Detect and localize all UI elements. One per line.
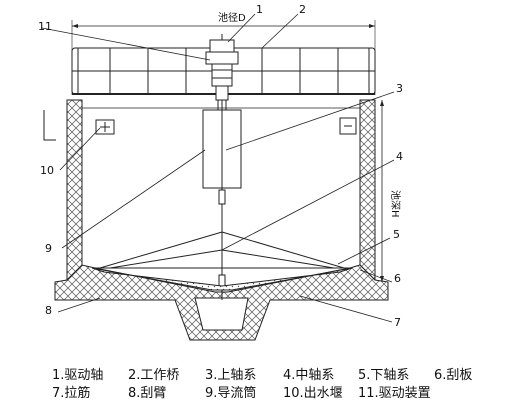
diameter-label: 池径D bbox=[218, 11, 246, 24]
label-3: 3 bbox=[396, 82, 403, 95]
legend-item: 6.刮板 bbox=[434, 368, 473, 383]
legend-item: 10.出水堰 bbox=[283, 386, 343, 401]
label-11: 11 bbox=[38, 20, 52, 33]
depth-label: 池深H bbox=[389, 190, 402, 218]
legend-item: 11.驱动装置 bbox=[358, 386, 431, 401]
legend: 1.驱动轴 2.工作桥 3.上轴系 4.中轴系 5.下轴系 6.刮板 7.拉筋 … bbox=[0, 362, 505, 405]
legend-item: 4.中轴系 bbox=[283, 368, 335, 383]
label-8: 8 bbox=[45, 304, 52, 317]
label-4: 4 bbox=[396, 150, 403, 163]
legend-item: 9.导流筒 bbox=[205, 386, 257, 401]
legend-item: 5.下轴系 bbox=[358, 368, 410, 383]
legend-item: 1.驱动轴 bbox=[52, 368, 104, 383]
label-2: 2 bbox=[299, 3, 306, 16]
depth-dimension: 池深H bbox=[380, 100, 402, 282]
overflow-weir bbox=[43, 110, 357, 141]
legend-item: 8.刮臂 bbox=[128, 386, 167, 401]
label-6: 6 bbox=[394, 272, 401, 285]
diameter-dimension: 池径D bbox=[71, 11, 376, 95]
legend-item: 7.拉筋 bbox=[52, 386, 91, 401]
drive-device bbox=[205, 34, 239, 101]
legend-item: 3.上轴系 bbox=[205, 368, 257, 383]
label-9: 9 bbox=[45, 242, 52, 255]
label-7: 7 bbox=[394, 316, 401, 329]
tank-walls bbox=[54, 99, 389, 341]
legend-item: 2.工作桥 bbox=[128, 368, 180, 383]
leader-lines bbox=[41, 13, 395, 323]
label-5: 5 bbox=[393, 228, 400, 241]
scraper-arms bbox=[91, 231, 353, 291]
label-10: 10 bbox=[40, 164, 54, 177]
label-1: 1 bbox=[256, 3, 263, 16]
